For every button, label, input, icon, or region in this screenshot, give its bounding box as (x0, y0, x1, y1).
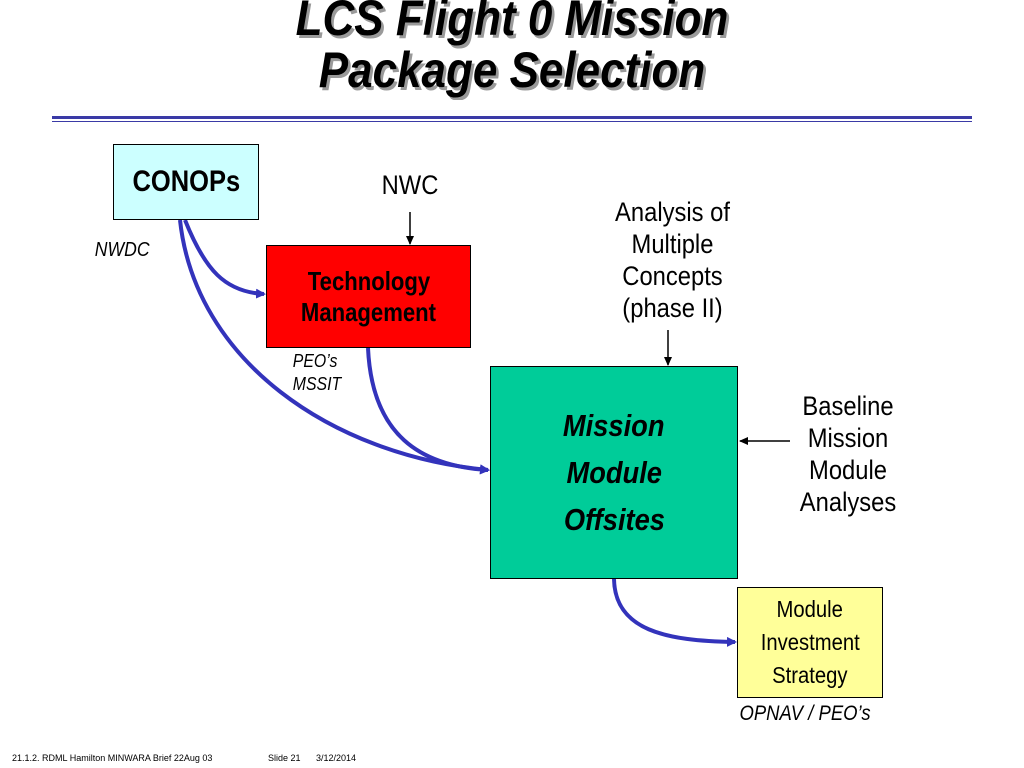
opnav-peos-label: OPNAV / PEO’s (739, 702, 871, 725)
module-investment-strategy-box: Module Investment Strategy (737, 587, 883, 698)
arrow-conops-to-technology (183, 219, 266, 299)
nwc-label: NWC (381, 170, 439, 200)
peos-mssit-label: PEO’s MSSIT (293, 350, 363, 396)
footer-brief: 21.1.2. RDML Hamilton MINWARA Brief 22Au… (12, 753, 213, 763)
baseline-line-2: Mission (807, 423, 889, 453)
arrow-technology-to-mission-module (366, 347, 490, 475)
slide-title: LCS Flight 0 Mission Package Selection (61, 0, 962, 96)
title-rule-thick (52, 116, 972, 119)
investment-strategy-line-3: Strategy (772, 662, 848, 688)
mission-module-line-1: Mission (563, 408, 665, 443)
analysis-line-2: Multiple (631, 229, 714, 259)
technology-management-line-1: Technology (307, 265, 430, 296)
analysis-line-3: Concepts (622, 261, 723, 291)
peos-line-2: MSSIT (292, 374, 342, 394)
baseline-mission-module-analyses-label: Baseline Mission Module Analyses (778, 390, 919, 518)
technology-management-line-2: Management (300, 296, 437, 327)
slide-title-line-2: Package Selection (318, 42, 706, 98)
mission-module-line-2: Module (566, 455, 662, 490)
title-rule-thin (52, 121, 972, 122)
analysis-line-1: Analysis of (615, 197, 730, 227)
arrow-conops-to-mission-module (178, 219, 490, 475)
technology-management-box: Technology Management (266, 245, 471, 348)
peos-line-1: PEO’s (292, 351, 338, 371)
investment-strategy-line-1: Module (776, 596, 844, 622)
mission-module-offsites-box: Mission Module Offsites (490, 366, 738, 579)
conops-label: CONOPs (132, 165, 240, 198)
baseline-line-1: Baseline (802, 391, 894, 421)
investment-strategy-line-2: Investment (760, 629, 860, 655)
footer-date: 3/12/2014 (316, 753, 357, 763)
nwdc-label: NWDC (94, 239, 150, 261)
mission-module-line-3: Offsites (563, 502, 665, 537)
slide-title-line-1: LCS Flight 0 Mission (295, 0, 729, 46)
footer-slide-number: Slide 21 (268, 753, 301, 763)
analysis-line-4: (phase II) (622, 293, 723, 323)
baseline-line-3: Module (809, 455, 887, 485)
analysis-of-multiple-concepts-label: Analysis of Multiple Concepts (phase II) (591, 196, 754, 324)
arrow-mission-module-to-investment (612, 578, 737, 647)
baseline-line-4: Analyses (799, 487, 897, 517)
conops-box: CONOPs (113, 144, 259, 220)
